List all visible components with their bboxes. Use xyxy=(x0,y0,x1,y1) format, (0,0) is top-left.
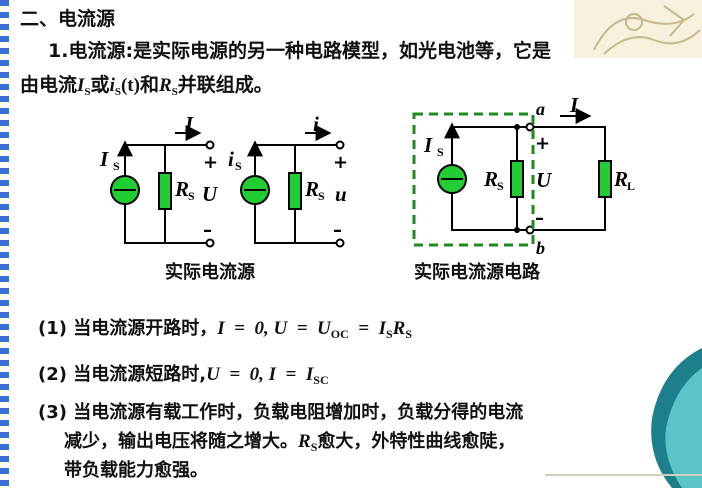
resistor-rs-2 xyxy=(288,172,302,210)
label-RS-2: R xyxy=(304,177,319,201)
point-text: (1) 当电流源开路时， xyxy=(38,318,218,339)
formula: I = 0, U = U xyxy=(217,318,331,339)
formula: U = 0, I = I xyxy=(206,364,314,385)
label-IS: I xyxy=(99,147,109,171)
terminal xyxy=(205,140,215,150)
point-3-line-3: 带负载能力愈强。 xyxy=(64,460,208,481)
label-i: i xyxy=(313,112,319,136)
minus-sign: – xyxy=(333,220,342,241)
subscript-s: S xyxy=(497,179,504,193)
subscript-s: S xyxy=(310,440,318,454)
resistor-rl xyxy=(598,160,612,198)
subscript-s: S xyxy=(171,86,178,98)
label-RL: R xyxy=(613,167,628,191)
symbol-R: R xyxy=(158,75,172,96)
minus-sign: – xyxy=(535,208,544,229)
label-IS-3: I xyxy=(423,133,433,157)
intro-line-2: 由电流IS或iS(t)和RS并联组成。 xyxy=(20,70,273,98)
subscript-sc: SC xyxy=(313,373,329,387)
terminal xyxy=(335,140,345,150)
circuit3-wire xyxy=(451,126,606,231)
caption-right: 实际电流源电路 xyxy=(414,262,540,283)
resistor-rs-3 xyxy=(510,160,524,198)
plus-sign: + xyxy=(203,152,218,173)
label-U-3: U xyxy=(536,168,553,192)
label-u: u xyxy=(335,182,347,206)
plus-sign: + xyxy=(535,133,550,154)
terminal-a xyxy=(525,122,535,132)
terminal xyxy=(335,238,345,248)
terminal xyxy=(205,238,215,248)
subscript-l: L xyxy=(627,179,635,193)
subscript-oc: OC xyxy=(330,327,349,341)
formula: = I xyxy=(348,318,386,339)
point-text: (2) 当电流源短路时, xyxy=(38,364,207,385)
symbol-R: R xyxy=(298,431,311,452)
subscript-s: S xyxy=(437,145,444,159)
point-text: 愈大，外特性曲线愈陡， xyxy=(317,431,516,452)
point-2: (2) 当电流源短路时,U = 0, I = ISC xyxy=(38,360,329,388)
subscript-s: S xyxy=(113,159,120,173)
subscript-s: S xyxy=(84,86,91,98)
subscript-s: S xyxy=(235,159,242,173)
caption-left: 实际电流源 xyxy=(165,262,255,283)
point-text: 减少，输出电压将随之增大。 xyxy=(64,431,298,452)
subscript-s: S xyxy=(405,327,413,341)
intro-line-1: 1.电流源:是实际电源的另一种电路模型，如光电池等，它是 xyxy=(48,40,552,62)
formula: R xyxy=(392,318,406,339)
footer-rule xyxy=(545,474,702,476)
label-U: U xyxy=(202,182,219,206)
label-I-3: I xyxy=(569,93,579,117)
subscript-s: S xyxy=(385,327,393,341)
junction-dot xyxy=(514,227,520,233)
symbol-t: (t) xyxy=(120,75,140,96)
plus-sign: + xyxy=(333,152,348,173)
label-RS-3: R xyxy=(483,167,498,191)
intro-text: 并联组成。 xyxy=(177,74,273,96)
label-a: a xyxy=(536,99,545,119)
label-b: b xyxy=(536,238,545,258)
point-1: (1) 当电流源开路时，I = 0, U = UOC = ISRS xyxy=(38,314,412,342)
intro-text: 由电流 xyxy=(20,74,78,96)
label-iS: i xyxy=(228,147,234,171)
source-boundary-box xyxy=(412,112,535,247)
point-3-line-1: (3) 当电流源有载工作时，负载电阻增加时，负载分得的电流 xyxy=(38,402,524,423)
section-heading: 二、电流源 xyxy=(20,8,116,30)
label-RS: R xyxy=(174,177,189,201)
circuit-diagrams: I I R U i i R u a I I R U R b S S S S S … xyxy=(99,93,635,258)
symbol-i: i xyxy=(109,75,115,96)
point-3-line-2: 减少，输出电压将随之增大。RS愈大，外特性曲线愈陡， xyxy=(64,427,515,455)
intro-text: 和 xyxy=(139,74,159,96)
page-curl-decoration xyxy=(651,348,702,488)
symbol-I: I xyxy=(77,75,85,96)
resistor-rs-1 xyxy=(158,172,172,210)
subscript-s: S xyxy=(318,189,325,203)
corner-sketch-decoration xyxy=(574,0,702,58)
label-I: I xyxy=(184,112,194,136)
subscript-s: S xyxy=(114,86,121,98)
left-decorative-strip xyxy=(0,0,9,488)
intro-text: 或 xyxy=(90,74,110,96)
junction-dot xyxy=(514,124,520,130)
minus-sign: – xyxy=(203,220,212,241)
subscript-s: S xyxy=(188,189,195,203)
